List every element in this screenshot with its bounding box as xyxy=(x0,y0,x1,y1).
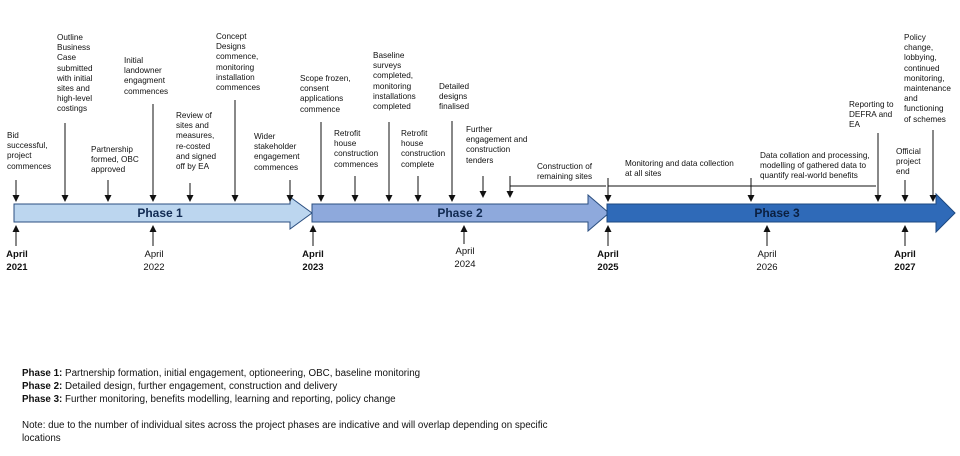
milestone-reporting: Reporting to DEFRA and EA xyxy=(849,100,894,130)
milestone-scope: Scope frozen, consent applications comme… xyxy=(300,74,351,114)
date-arrows xyxy=(12,225,909,246)
milestone-policy: Policy change, lobbying, continued monit… xyxy=(904,33,951,124)
milestone-wider: Wider stakeholder engagement commences xyxy=(254,132,300,172)
phase3-arrow xyxy=(606,192,956,234)
milestone-data-collation: Data collation and processing, modelling… xyxy=(760,151,870,181)
milestone-retrofit-commence: Retrofit house construction commences xyxy=(334,129,379,169)
date-april-2022: April 2022 xyxy=(143,249,165,273)
legend-phase2: Phase 2: Detailed design, further engage… xyxy=(22,381,337,394)
date-april-2023: April 2023 xyxy=(302,249,324,273)
milestone-review: Review of sites and measures, re-costed … xyxy=(176,111,217,172)
milestone-concept: Concept Designs commence, monitoring ins… xyxy=(216,32,261,93)
date-april-2025: April 2025 xyxy=(597,249,619,273)
span-lines xyxy=(510,182,876,190)
milestone-obc: Outline Business Case submitted with ini… xyxy=(57,33,93,114)
milestone-baseline: Baseline surveys completed, monitoring i… xyxy=(373,51,416,112)
phase3-label: Phase 3 xyxy=(754,206,800,220)
date-april-2024: April 2024 xyxy=(454,246,476,270)
legend-phase1-desc: Partnership formation, initial engagemen… xyxy=(62,368,421,379)
phase1-label: Phase 1 xyxy=(137,206,183,220)
phase1-arrow xyxy=(13,196,313,230)
legend-phase2-desc: Detailed design, further engagement, con… xyxy=(62,381,338,392)
milestone-partnership: Partnership formed, OBC approved xyxy=(91,145,139,175)
date-april-2021: April 2021 xyxy=(6,249,28,273)
legend-phase3-desc: Further monitoring, benefits modelling, … xyxy=(62,394,396,405)
milestone-landowner: Initial landowner engagment commences xyxy=(124,56,169,96)
phase2-label: Phase 2 xyxy=(437,206,483,220)
milestone-arrows xyxy=(12,100,937,202)
legend-phase1-name: Phase 1: xyxy=(22,368,63,379)
milestone-detailed: Detailed designs finalised xyxy=(439,82,470,112)
milestone-bid: Bid successful, project commences xyxy=(7,131,52,171)
milestone-official-end: Official project end xyxy=(896,147,921,177)
legend-phase3-name: Phase 3: xyxy=(22,394,63,405)
legend-phase1: Phase 1: Partnership formation, initial … xyxy=(22,368,420,381)
legend-phase2-name: Phase 2: xyxy=(22,381,63,392)
note-text: Note: due to the number of individual si… xyxy=(22,420,548,444)
milestone-retrofit-complete: Retrofit house construction complete xyxy=(401,129,446,169)
milestone-tenders: Further engagement and construction tend… xyxy=(466,125,528,165)
legend-phase3: Phase 3: Further monitoring, benefits mo… xyxy=(22,394,396,407)
milestone-monitoring: Monitoring and data collection at all si… xyxy=(625,159,734,179)
date-april-2027: April 2027 xyxy=(894,249,916,273)
phase2-arrow xyxy=(311,193,610,233)
milestone-construction-remaining: Construction of remaining sites xyxy=(537,162,593,182)
date-april-2026: April 2026 xyxy=(756,249,778,273)
